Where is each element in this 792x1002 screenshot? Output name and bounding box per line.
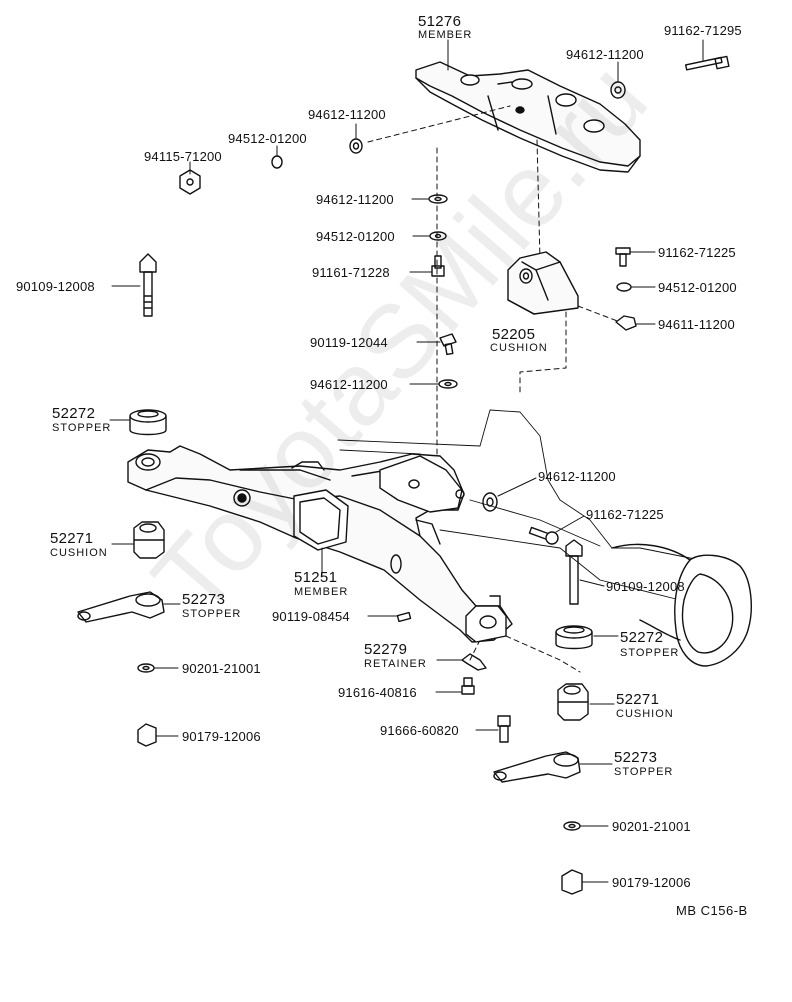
leader-lines	[109, 39, 704, 883]
part-number-91162-71295[interactable]: 91162-71295	[664, 23, 742, 38]
washer-94612-upper-drawing	[610, 81, 626, 99]
part-number-52205[interactable]: 52205	[492, 326, 536, 343]
washer-94512-center-drawing	[429, 231, 447, 241]
part-name-stopper-52273-right: STOPPER	[614, 766, 674, 778]
bolt-90109-12008-left-drawing	[139, 253, 157, 317]
retainer-52279-drawing	[461, 653, 487, 671]
washer-90201-right-drawing	[563, 821, 581, 831]
bolt-90109-12008-right-drawing	[565, 539, 583, 605]
part-number-52272-left[interactable]: 52272	[52, 405, 96, 422]
bolt-91162-71225-lower-drawing	[528, 526, 559, 545]
part-number-52271-left[interactable]: 52271	[50, 530, 94, 547]
part-number-91162-71225-a[interactable]: 91162-71225	[658, 245, 736, 260]
bolt-90119-08454-drawing	[396, 611, 412, 623]
part-number-51276[interactable]: 51276	[418, 13, 462, 30]
stopper-52273-left-drawing	[77, 591, 165, 623]
part-number-52279[interactable]: 52279	[364, 641, 408, 658]
figure-code: MB C156-B	[676, 903, 748, 918]
bolt-90119-12044-drawing	[439, 333, 457, 356]
part-number-94512-01200-b[interactable]: 94512-01200	[316, 229, 395, 244]
washer-94512-left-drawing	[271, 155, 283, 169]
stopper-52272-left-drawing	[129, 409, 167, 436]
washer-94512-right-drawing	[616, 282, 632, 292]
part-number-94612-11200-b[interactable]: 94612-11200	[308, 107, 386, 122]
washer-94612-right-drawing	[482, 492, 498, 512]
part-name-stopper-52272-right: STOPPER	[620, 647, 680, 659]
part-number-52273-right[interactable]: 52273	[614, 749, 658, 766]
part-number-90201-21001-a[interactable]: 90201-21001	[182, 661, 261, 676]
part-number-94612-11200-d[interactable]: 94612-11200	[310, 377, 388, 392]
part-number-90119-12044[interactable]: 90119-12044	[310, 335, 388, 350]
cushion-52205-drawing	[507, 251, 579, 315]
part-name-retainer-52279: RETAINER	[364, 658, 427, 670]
bolt-91162-71295-drawing	[684, 55, 730, 71]
part-number-91666-60820[interactable]: 91666-60820	[380, 723, 459, 738]
washer-94612-left-drawing	[349, 138, 363, 154]
member-rear-cushion-drawing	[465, 595, 507, 643]
nut-90179-right-drawing	[561, 869, 583, 895]
part-name-cushion-52271-right: CUSHION	[616, 708, 674, 720]
part-number-52271-right[interactable]: 52271	[616, 691, 660, 708]
part-name-member-upper: MEMBER	[418, 29, 473, 41]
part-number-90119-08454[interactable]: 90119-08454	[272, 609, 350, 624]
rear-member-51251-drawing	[127, 445, 513, 643]
part-number-94512-01200-c[interactable]: 94512-01200	[658, 280, 737, 295]
bolt-91666-60820-drawing	[497, 715, 511, 743]
part-name-stopper-52272-left: STOPPER	[52, 422, 112, 434]
cushion-52271-left-drawing	[133, 521, 165, 559]
part-number-52272-right[interactable]: 52272	[620, 629, 664, 646]
washer-90201-left-drawing	[137, 663, 155, 673]
differential-housing-drawing	[611, 543, 752, 667]
part-number-91616-40816[interactable]: 91616-40816	[338, 685, 417, 700]
cushion-52271-right-drawing	[557, 683, 589, 721]
stopper-52273-right-drawing	[493, 751, 581, 783]
part-number-91162-71225-b[interactable]: 91162-71225	[586, 507, 664, 522]
part-number-94612-11200-c[interactable]: 94612-11200	[316, 192, 394, 207]
part-number-90179-12006-b[interactable]: 90179-12006	[612, 875, 691, 890]
bolt-91616-40816-drawing	[461, 677, 475, 695]
part-number-90179-12006-a[interactable]: 90179-12006	[182, 729, 261, 744]
washer-94612-center-drawing	[428, 194, 448, 204]
part-number-94115-71200[interactable]: 94115-71200	[144, 149, 222, 164]
part-number-94612-11200-a[interactable]: 94612-11200	[566, 47, 644, 62]
washer-94612-mid-drawing	[438, 379, 458, 389]
part-number-51251[interactable]: 51251	[294, 569, 338, 586]
part-number-52273-left[interactable]: 52273	[182, 591, 226, 608]
part-number-94512-01200-a[interactable]: 94512-01200	[228, 131, 307, 146]
nut-90179-left-drawing	[137, 723, 157, 747]
part-name-member-51251: MEMBER	[294, 586, 349, 598]
stopper-52272-right-drawing	[555, 625, 593, 650]
part-name-cushion-52205: CUSHION	[490, 342, 548, 354]
part-number-94611-11200[interactable]: 94611-11200	[658, 317, 735, 332]
nut-94611-drawing	[615, 315, 637, 331]
part-number-91161-71228[interactable]: 91161-71228	[312, 265, 390, 280]
upper-member-51276-drawing	[415, 61, 641, 173]
part-number-90109-12008-a[interactable]: 90109-12008	[16, 279, 95, 294]
part-number-90201-21001-b[interactable]: 90201-21001	[612, 819, 691, 834]
part-number-90109-12008-b[interactable]: 90109-12008	[606, 579, 685, 594]
bolt-91162-71225-upper-drawing	[615, 247, 631, 267]
part-name-stopper-52273-left: STOPPER	[182, 608, 242, 620]
body-outline-drawing	[337, 409, 721, 601]
part-name-cushion-52271-left: CUSHION	[50, 547, 108, 559]
bolt-91161-71228-drawing	[431, 255, 445, 277]
part-number-94612-11200-e[interactable]: 94612-11200	[538, 469, 616, 484]
